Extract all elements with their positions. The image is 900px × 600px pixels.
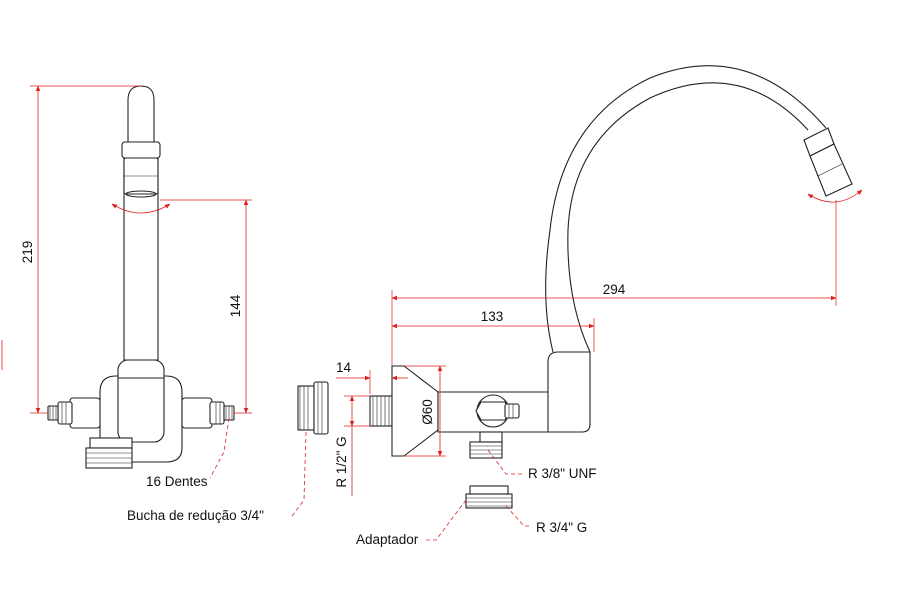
aerator-ring (121, 141, 161, 159)
unf-nipple (469, 431, 503, 459)
side-aerator (803, 127, 853, 197)
side-handle (475, 394, 520, 428)
leader-adapter-thread (505, 505, 532, 527)
adapter-part (465, 485, 513, 509)
side-rotation-arrow (807, 189, 863, 203)
central-column (117, 359, 165, 443)
front-view: 219 144 16 Dentes Bucha de redução 3/4" (20, 85, 307, 523)
inlet-nipple (369, 395, 393, 427)
label-adapter: Adaptador (356, 532, 419, 547)
side-view: 294 133 14 Ø60 R 1/2" G R 3/8" UNF Adapt… (334, 65, 863, 547)
dim-overall-height: 219 (20, 241, 35, 264)
bottom-nipple (85, 437, 133, 469)
label-inlet-thread: R 1/2" G (334, 436, 349, 487)
leader-unf (487, 449, 524, 475)
horizontal-body (437, 351, 591, 433)
left-handle (47, 397, 101, 429)
label-adapter-thread: R 3/4" G (536, 520, 587, 535)
right-handle (181, 397, 235, 429)
label-reducer-bushing: Bucha de redução 3/4" (127, 508, 264, 523)
leader-bushing (291, 431, 307, 517)
spout-outer (567, 82, 809, 353)
dim-reach-body: 133 (481, 309, 504, 324)
label-unf-thread: R 3/8" UNF (528, 466, 597, 481)
dim-flange-diameter: Ø60 (420, 399, 435, 425)
reducer-bushing-part (297, 381, 329, 435)
dim-spout-to-base: 144 (228, 294, 243, 317)
leader-adapter (424, 499, 467, 541)
spout-tube (123, 85, 159, 361)
leader-teeth (209, 417, 230, 479)
dim-reach-total: 294 (603, 282, 626, 297)
spout-inner (545, 65, 827, 353)
dim-flange-thickness: 14 (336, 360, 352, 375)
label-teeth: 16 Dentes (146, 474, 208, 489)
rotation-arrow (111, 203, 171, 214)
